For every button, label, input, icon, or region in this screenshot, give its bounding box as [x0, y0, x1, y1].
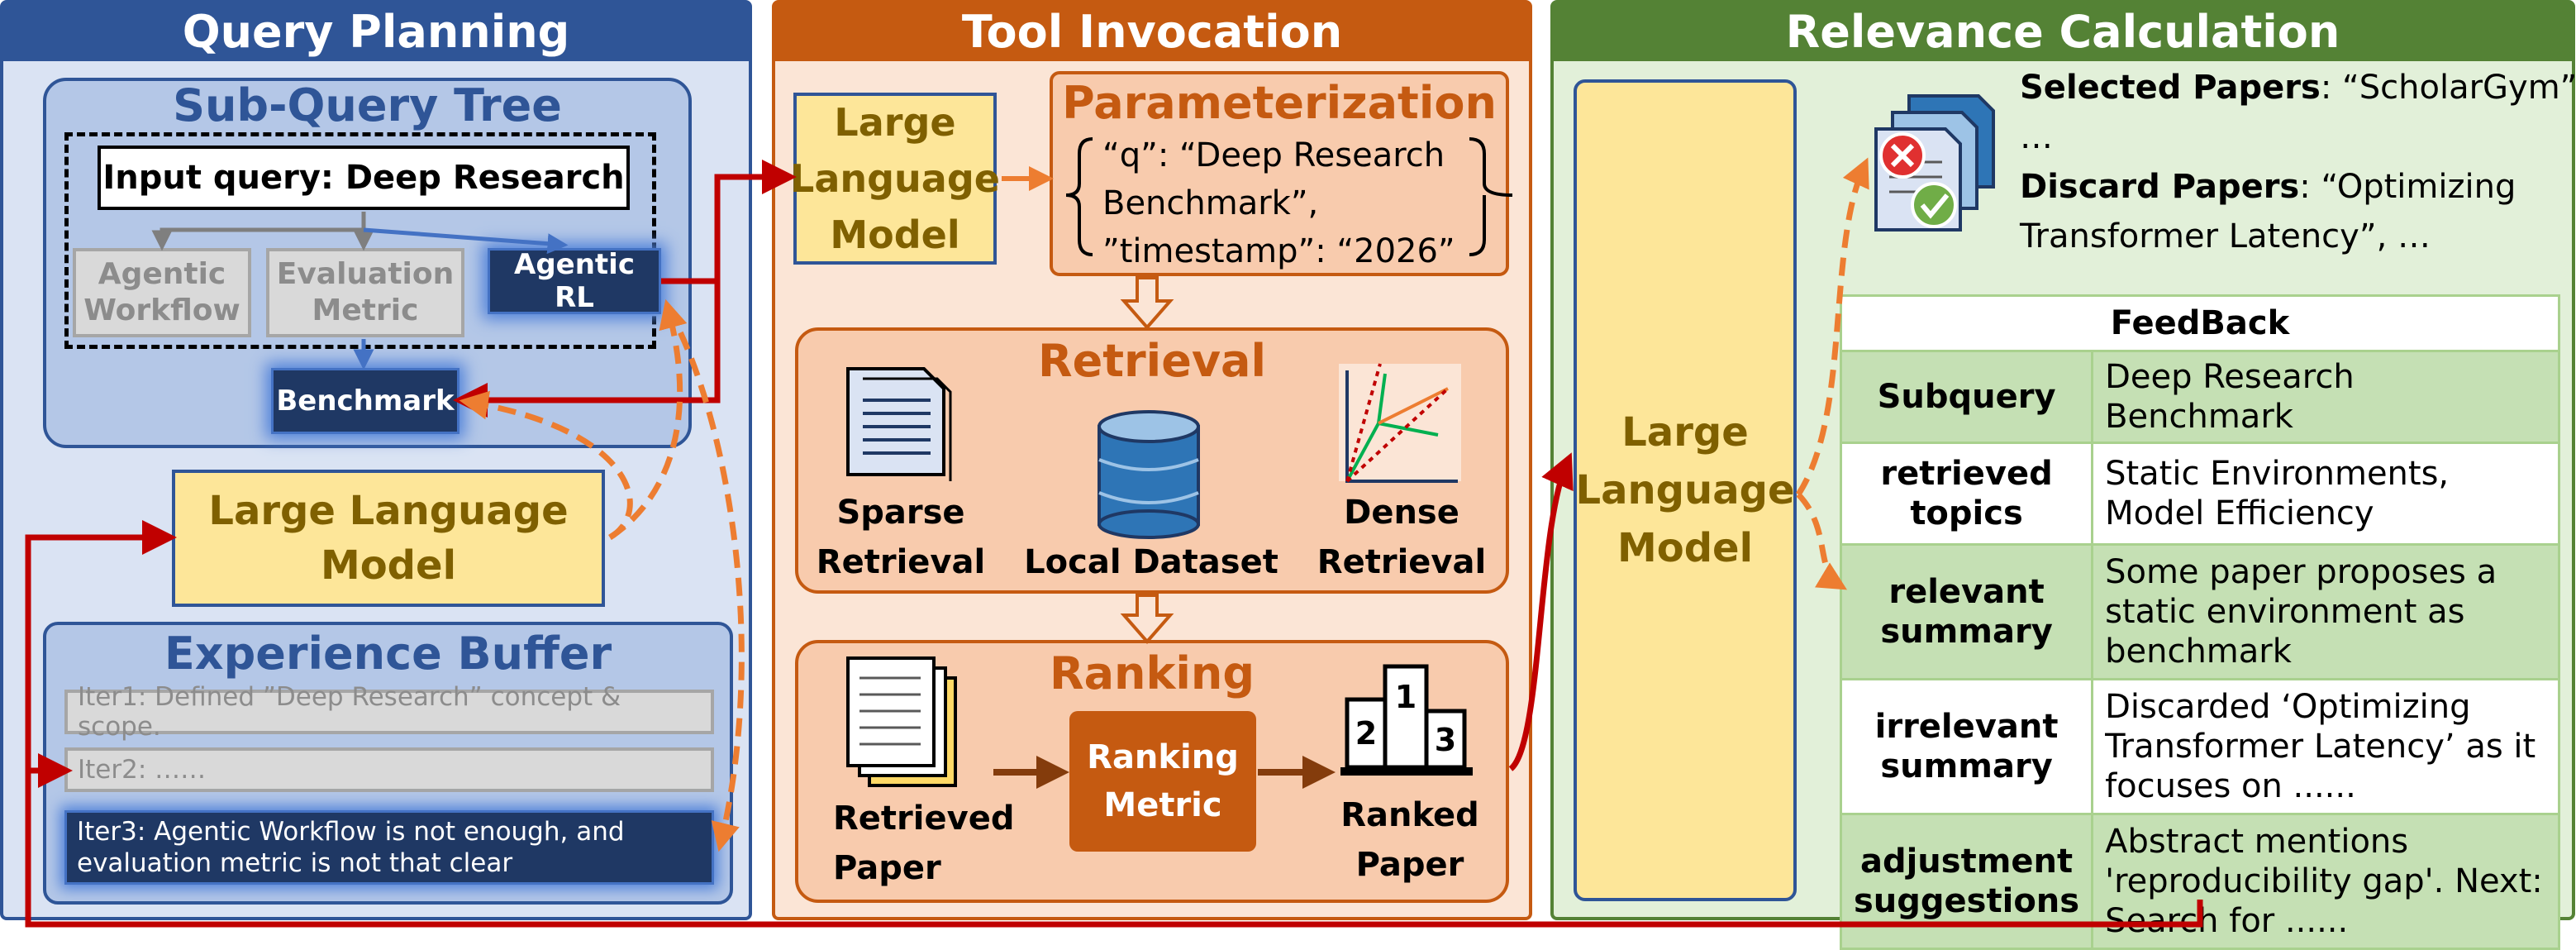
feedback-key: Subquery	[1839, 350, 2094, 444]
feedback-header-row: FeedBack	[1840, 294, 2560, 352]
query-planning-header: Query Planning	[3, 3, 749, 61]
iter2-entry: Iter2: ……	[64, 747, 714, 792]
node-evaluation-metric: Evaluation Metric	[266, 248, 464, 337]
close-icon	[1879, 132, 1926, 179]
subquery-dashed-frame	[64, 132, 656, 349]
table-row: Subquery Deep Research Benchmark	[1839, 350, 2560, 444]
selected-papers-value: : “ScholarGym”,	[2320, 69, 2576, 107]
input-query-box: Input query: Deep Research	[98, 146, 630, 210]
node-benchmark: Benchmark	[271, 368, 459, 434]
feedback-value: Some paper proposes a static environment…	[2091, 543, 2560, 680]
discard-papers-more: Transformer Latency”, …	[2020, 217, 2431, 255]
feedback-value: Deep Research Benchmark	[2091, 350, 2560, 444]
podium-label-3: 3	[1435, 722, 1456, 758]
param-brace-right	[1469, 137, 1513, 256]
discard-papers-label: Discard Papers	[2020, 168, 2300, 206]
feedback-key: irrelevant summary	[1839, 678, 2094, 815]
node-agentic-rl: Agentic RL	[488, 248, 661, 314]
podium-icon: 2 1 3	[1340, 664, 1473, 776]
document-icon	[846, 367, 952, 481]
feedback-value: Static Environments, Model Efficiency	[2091, 442, 2560, 546]
param-line-1: “q”: “Deep Research	[1102, 136, 1445, 174]
tree-branches	[151, 212, 569, 370]
check-icon	[1911, 182, 1957, 228]
tool-invocation-header: Tool Invocation	[775, 3, 1529, 61]
discard-papers-value: : “Optimizing	[2299, 168, 2516, 206]
iter3-entry: Iter3: Agentic Workflow is not enough, a…	[64, 810, 714, 885]
sub-query-tree-title: Sub-Query Tree	[173, 79, 562, 131]
diagram-connectors: 2 1 3	[25, 94, 2203, 928]
orange-dashed-arrows	[459, 157, 1869, 852]
table-row: retrieved topics Static Environments, Mo…	[1839, 442, 2560, 546]
retrieval-title: Retrieval	[1038, 335, 1266, 387]
feedback-key: relevant summary	[1839, 543, 2094, 680]
selected-papers-text: Selected Papers: “ScholarGym”,	[2020, 63, 2576, 112]
paper-stack-icon	[846, 656, 957, 787]
podium-label-1: 1	[1395, 679, 1417, 715]
feedback-key: retrieved topics	[1839, 442, 2094, 546]
node-agentic-workflow: Agentic Workflow	[73, 248, 251, 337]
retrieval-to-ranking-arrow	[1120, 594, 1174, 645]
table-row: relevant summary Some paper proposes a s…	[1839, 543, 2560, 680]
parameterization-title: Parameterization	[1062, 77, 1497, 129]
ranking-metric-box: Ranking Metric	[1069, 711, 1256, 852]
selected-papers-more: …	[2020, 118, 2053, 156]
red-loop-arrows	[25, 160, 2203, 928]
planning-llm-box: Large Language Model	[172, 470, 605, 607]
parameterization-box	[1050, 71, 1509, 276]
selected-papers-label: Selected Papers	[2020, 69, 2321, 107]
param-line-2: Benchmark”,	[1102, 184, 1319, 222]
param-line-3: ”timestamp”: “2026”	[1102, 232, 1455, 270]
param-brace-left	[1065, 137, 1093, 256]
feedback-title: FeedBack	[1840, 294, 2560, 352]
ranked-paper-label: Ranked Paper	[1340, 796, 1479, 884]
experience-buffer-title: Experience Buffer	[164, 628, 612, 680]
local-dataset-label: Local Dataset	[1024, 543, 1278, 581]
discard-papers-text: Discard Papers: “Optimizing	[2020, 162, 2516, 212]
ranking-title: Ranking	[1050, 647, 1255, 699]
sparse-retrieval-label: Sparse Retrieval	[816, 494, 986, 581]
database-icon	[1098, 410, 1200, 539]
relevance-header: Relevance Calculation	[1554, 3, 2572, 61]
tool-llm-box: Large Language Model	[790, 93, 1000, 265]
param-to-retrieval-arrow	[1120, 276, 1174, 331]
vector-plot-icon	[1339, 363, 1461, 483]
feedback-value: Discarded ‘Optimizing Transformer Latenc…	[2091, 678, 2560, 815]
table-row: irrelevant summary Discarded ‘Optimizing…	[1839, 678, 2560, 815]
dense-retrieval-label: Dense Retrieval	[1317, 494, 1487, 581]
relevance-llm-box: Large Language Model	[1574, 79, 1797, 901]
podium-label-2: 2	[1355, 715, 1377, 752]
